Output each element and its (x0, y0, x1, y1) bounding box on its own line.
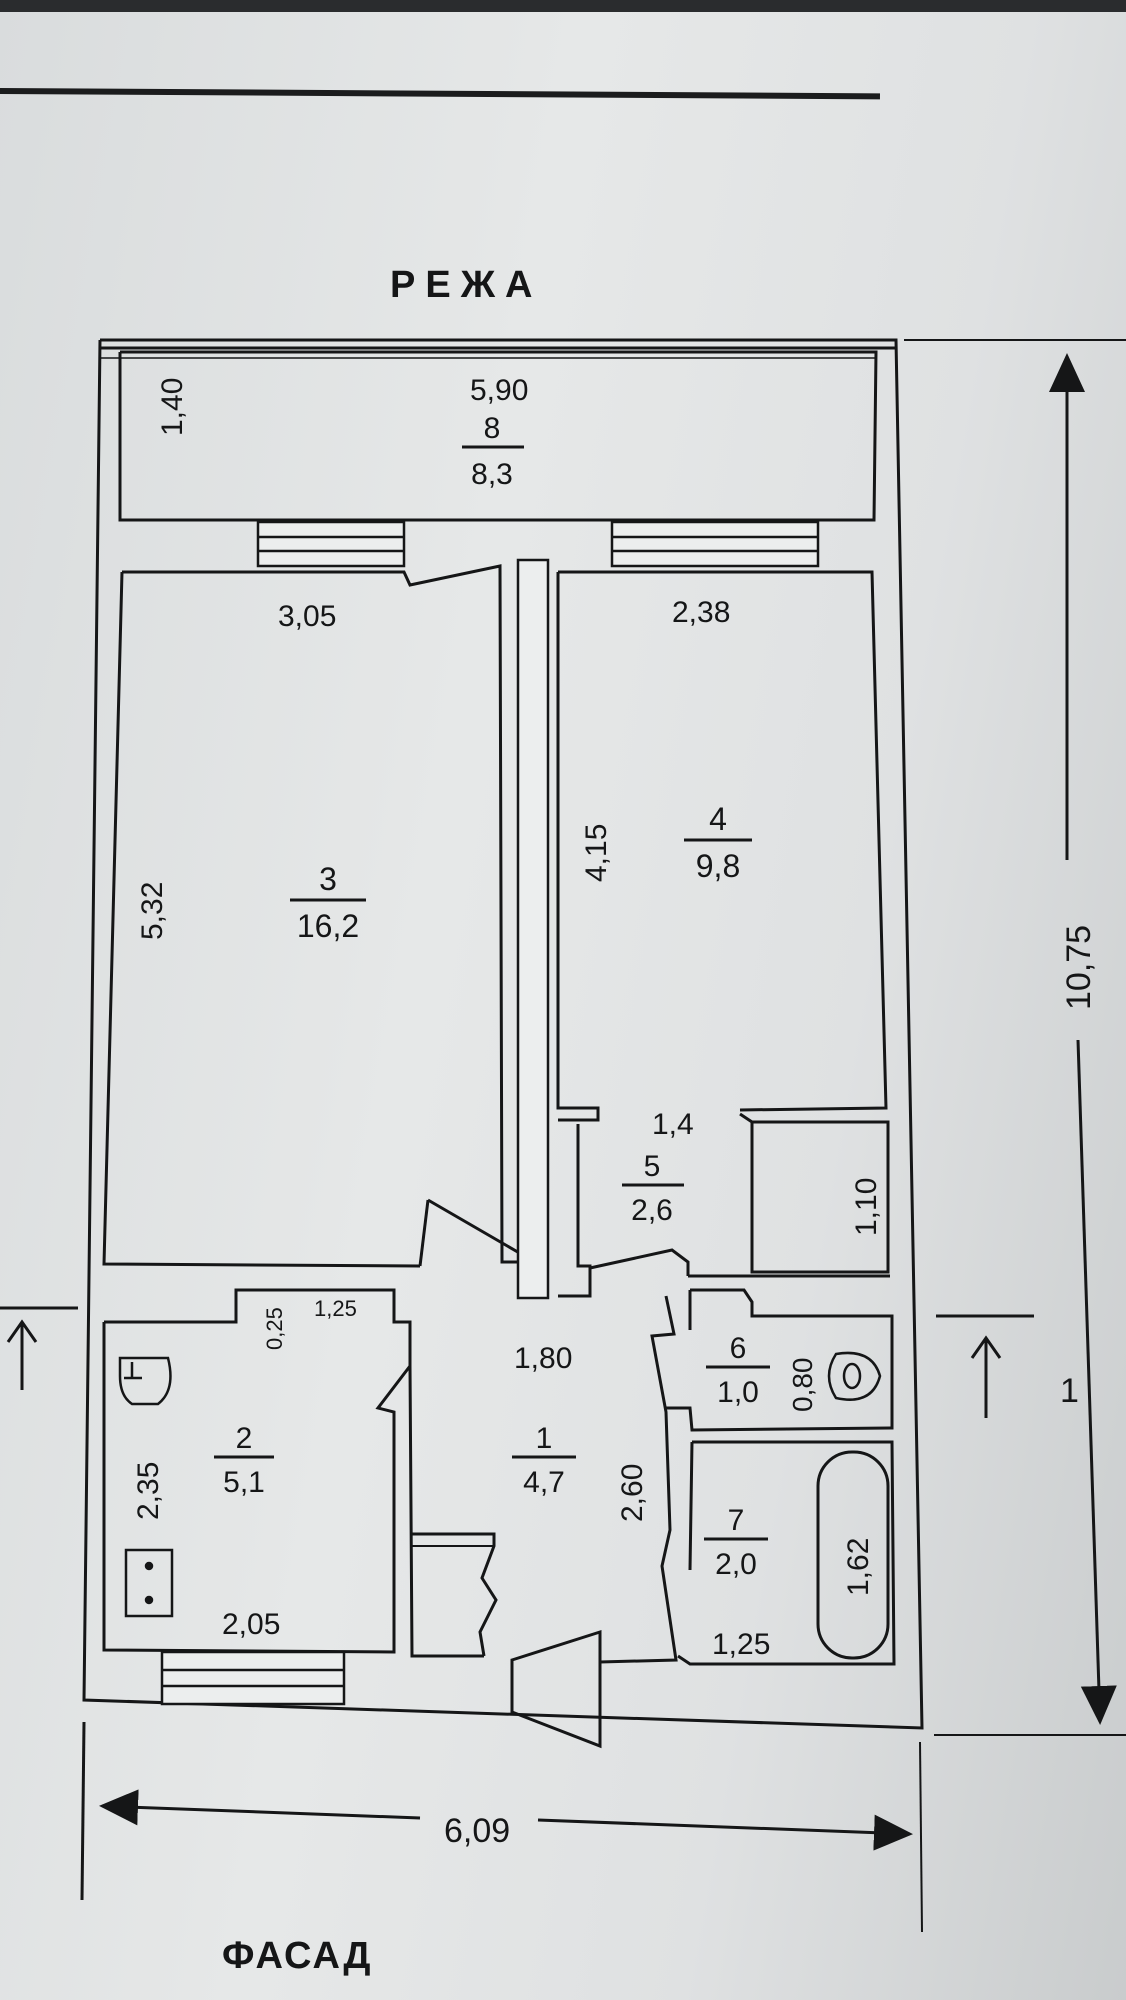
bath-width-label: 1,25 (712, 1628, 770, 1661)
room-8-number: 8 (484, 412, 501, 445)
room-label-6: 6 1,0 (706, 1332, 770, 1409)
room-6-walls (664, 1288, 894, 1432)
room-4-area: 9,8 (696, 848, 740, 884)
width-dimension (80, 1721, 923, 1933)
section-arrow-right (936, 1314, 1034, 1418)
room-4-walls (556, 570, 888, 1122)
room-label-3: 3 16,2 (290, 861, 366, 944)
room-5-number: 5 (644, 1150, 661, 1183)
room-label-8: 8 8,3 (462, 412, 524, 491)
room-label-2: 2 5,1 (214, 1422, 274, 1499)
total-height-label: 10,75 (1060, 925, 1098, 1010)
room-7-number: 7 (728, 1504, 745, 1537)
room-6-area: 1,0 (717, 1376, 759, 1409)
stove-icon (124, 1548, 174, 1618)
kitchen-window (160, 1650, 346, 1706)
balcony-windows (256, 520, 820, 568)
room-3-number: 3 (319, 861, 337, 897)
room-2-number: 2 (236, 1422, 253, 1455)
wc-width-label: 0,80 (787, 1358, 818, 1413)
room-5-area: 2,6 (631, 1194, 673, 1227)
kitchen-offset-label: 0,25 (262, 1307, 287, 1350)
room-label-1: 1 4,7 (512, 1422, 576, 1499)
room-8-area: 8,3 (471, 458, 513, 491)
room-7-walls (677, 1440, 896, 1666)
room-4-number: 4 (709, 801, 727, 837)
room-1-number: 1 (536, 1422, 553, 1455)
street-side-heading: РЕЖА (390, 264, 542, 306)
outer-walls (82, 338, 924, 1730)
section-mark: 1 (1060, 1372, 1079, 1410)
hall-depth-label: 2,60 (616, 1464, 649, 1522)
entrance-door (510, 1629, 602, 1749)
closet-width-label: 1,4 (652, 1108, 694, 1141)
closet-depth-label: 1,10 (850, 1178, 883, 1236)
kitchen-depth-label: 2,35 (132, 1462, 165, 1520)
room-3-width-label: 3,05 (278, 600, 336, 633)
kitchen-notch-label: 1,25 (314, 1296, 357, 1321)
room-label-4: 4 9,8 (684, 801, 752, 884)
room-2-walls (102, 1288, 412, 1654)
room-2-area: 5,1 (223, 1466, 265, 1499)
height-dimension (904, 339, 1126, 1736)
room-6-number: 6 (730, 1332, 747, 1365)
total-width-label: 6,09 (444, 1812, 510, 1850)
balcony-width-label: 5,90 (470, 374, 528, 407)
kitchen-width-label: 2,05 (222, 1608, 280, 1641)
room-1-area: 4,7 (523, 1466, 565, 1499)
section-arrow-left (0, 1306, 78, 1390)
room-label-7: 7 2,0 (704, 1504, 768, 1581)
room-1-walls (408, 1295, 678, 1664)
room-4-depth-label: 4,15 (580, 824, 613, 882)
room-4-width-label: 2,38 (672, 596, 730, 629)
photo-edge (0, 0, 1126, 12)
bath-length-label: 1,62 (842, 1538, 875, 1596)
balcony-depth-label: 1,40 (156, 378, 189, 436)
toilet-icon (827, 1351, 882, 1401)
room-label-5: 5 2,6 (622, 1150, 684, 1227)
room-3-area: 16,2 (297, 908, 359, 944)
facade-heading: ФАСАД (222, 1935, 372, 1977)
hall-width-label: 1,80 (514, 1342, 572, 1375)
partition-wall (516, 558, 550, 1300)
room-3-depth-label: 5,32 (136, 882, 169, 940)
room-7-area: 2,0 (715, 1548, 757, 1581)
sink-icon (118, 1356, 172, 1406)
room-5-walls (558, 1112, 890, 1298)
bathtub-icon (816, 1450, 890, 1660)
